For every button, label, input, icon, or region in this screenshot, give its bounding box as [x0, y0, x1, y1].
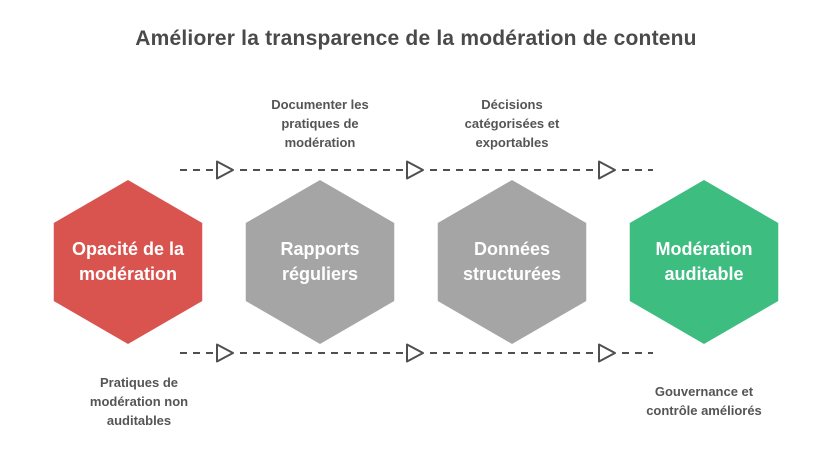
- hexagon-icon: [434, 176, 590, 348]
- arrowhead-icon: [406, 343, 424, 363]
- note-bottom-opacite: Pratiques de modération non auditables: [89, 375, 189, 428]
- top-connector: [180, 160, 653, 180]
- hexagon-shape: [50, 176, 206, 348]
- hexagon-icon: [626, 176, 782, 348]
- hexagon-shape: [242, 176, 398, 348]
- stage-label: Opacité de la modération: [71, 238, 185, 284]
- arrowhead-icon: [216, 160, 234, 180]
- hexagon-icon: [50, 176, 206, 348]
- arrowhead-icon: [598, 160, 616, 180]
- arrowhead-icon: [216, 343, 234, 363]
- stage-hexagon-opacite-moderation: Opacité de la modération: [50, 176, 206, 348]
- stage-label: Rapports réguliers: [280, 238, 360, 284]
- stage-hexagon-rapports-reguliers: Rapports réguliers: [242, 176, 398, 348]
- arrowhead-icon: [406, 160, 424, 180]
- stage-hexagon-donnees-structurees: Données structurées: [434, 176, 590, 348]
- hexagon-shape: [434, 176, 590, 348]
- stage-hexagon-moderation-auditable: Modération auditable: [626, 176, 782, 348]
- arrowhead-icon: [598, 343, 616, 363]
- stage-label: Données structurées: [462, 238, 562, 284]
- note-top-rapports: Documenter les pratiques de modération: [271, 97, 369, 150]
- hexagon-icon: [242, 176, 398, 348]
- stage-label: Modération auditable: [655, 238, 753, 284]
- note-bottom-moderation: Gouvernance et contrôle améliorés: [646, 384, 762, 418]
- hexagon-shape: [626, 176, 782, 348]
- note-top-donnees: Décisions catégorisées et exportables: [464, 97, 560, 150]
- bottom-connector: [180, 343, 653, 363]
- diagram-title: Améliorer la transparence de la modérati…: [135, 27, 697, 50]
